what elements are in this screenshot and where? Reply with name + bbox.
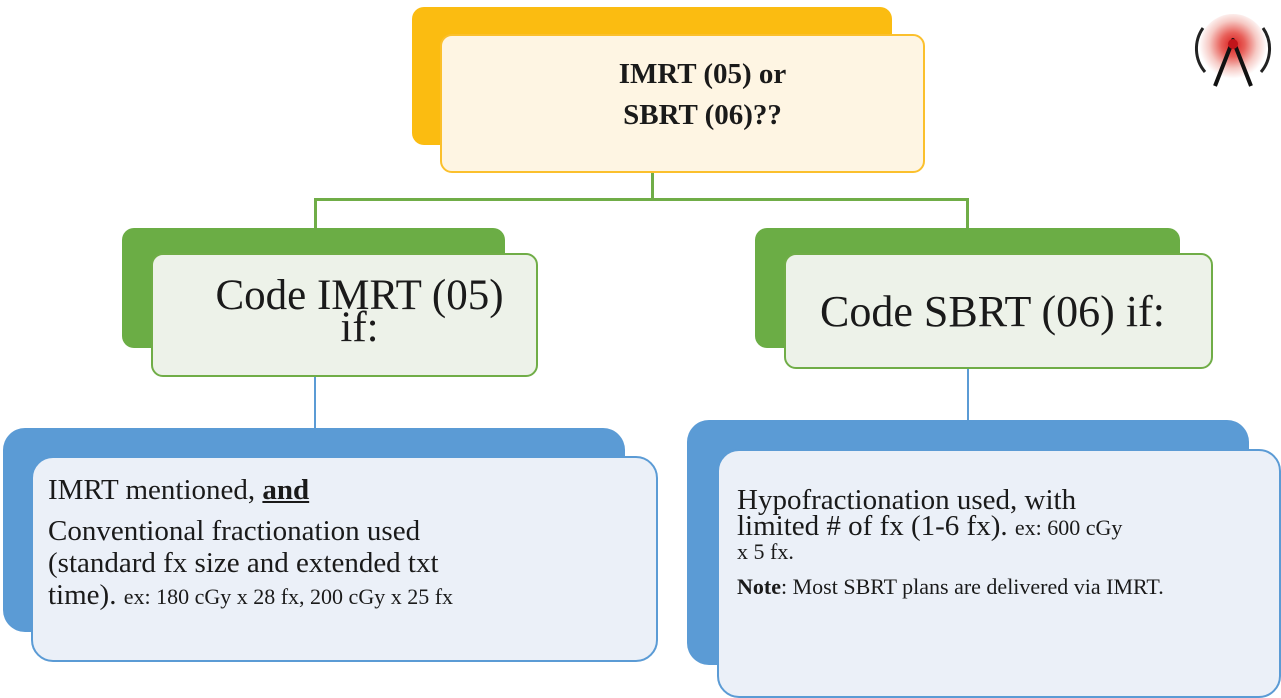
sbrt-detail-text: Hypofractionation used, with limited # o… [737, 486, 1267, 598]
imrt-criterion-4: time). ex: 180 cGy x 28 fx, 200 cGy x 25… [48, 579, 648, 613]
sbrt-node [784, 253, 1213, 369]
connector-left-drop [314, 198, 317, 228]
connector-left-down [314, 377, 316, 428]
imrt-example: ex: 180 cGy x 28 fx, 200 cGy x 25 fx [123, 584, 454, 609]
imrt-criterion-1-text: IMRT mentioned, [48, 474, 263, 506]
sbrt-node-label: Code SBRT (06) if: [784, 253, 1213, 369]
connector-right-drop [966, 198, 969, 228]
sbrt-detail-box [717, 449, 1281, 698]
sbrt-note-label: Note [737, 574, 781, 599]
connector-horizontal [314, 198, 969, 201]
sbrt-criterion-1: Hypofractionation used, with [737, 484, 1077, 516]
top-node-label: IMRT (05) or SBRT (06)?? [440, 34, 925, 173]
imrt-node-label: Code IMRT (05) if: [151, 253, 538, 377]
top-node-line1: IMRT (05) or [618, 57, 787, 90]
imrt-node [151, 253, 538, 377]
sbrt-heading: Code SBRT (06) if: [820, 286, 1165, 336]
imrt-criterion-1-emphasis: and [262, 474, 310, 506]
imrt-criterion-3: (standard fx size and extended txt [48, 547, 439, 579]
sbrt-note: Note: Most SBRT plans are delivered via … [737, 576, 1267, 598]
imrt-criterion-1: IMRT mentioned, and [48, 474, 648, 506]
imrt-detail-box [31, 456, 658, 662]
radiation-logo-icon [1189, 6, 1277, 94]
sbrt-criterion-2-text: limited # of fx (1-6 fx). [737, 510, 1015, 542]
sbrt-criterion-3: x 5 fx. [737, 539, 794, 564]
top-node-line2: SBRT (06)?? [623, 98, 782, 131]
imrt-criterion-2: Conventional fractionation used [48, 515, 421, 547]
imrt-criterion-4-text: time). [48, 579, 124, 611]
sbrt-example: ex: 600 cGy [1014, 515, 1123, 540]
connector-right-down [967, 369, 969, 420]
sbrt-note-text: : Most SBRT plans are delivered via IMRT… [780, 574, 1164, 599]
sbrt-criterion-2: limited # of fx (1-6 fx). ex: 600 cGy [737, 512, 1267, 541]
imrt-heading-line1: Code IMRT (05) [215, 272, 504, 319]
connector-top-stem [651, 172, 654, 199]
imrt-heading-line2: if: [340, 304, 379, 351]
top-node [440, 34, 925, 173]
imrt-detail-text: IMRT mentioned, and Conventional fractio… [48, 474, 648, 613]
